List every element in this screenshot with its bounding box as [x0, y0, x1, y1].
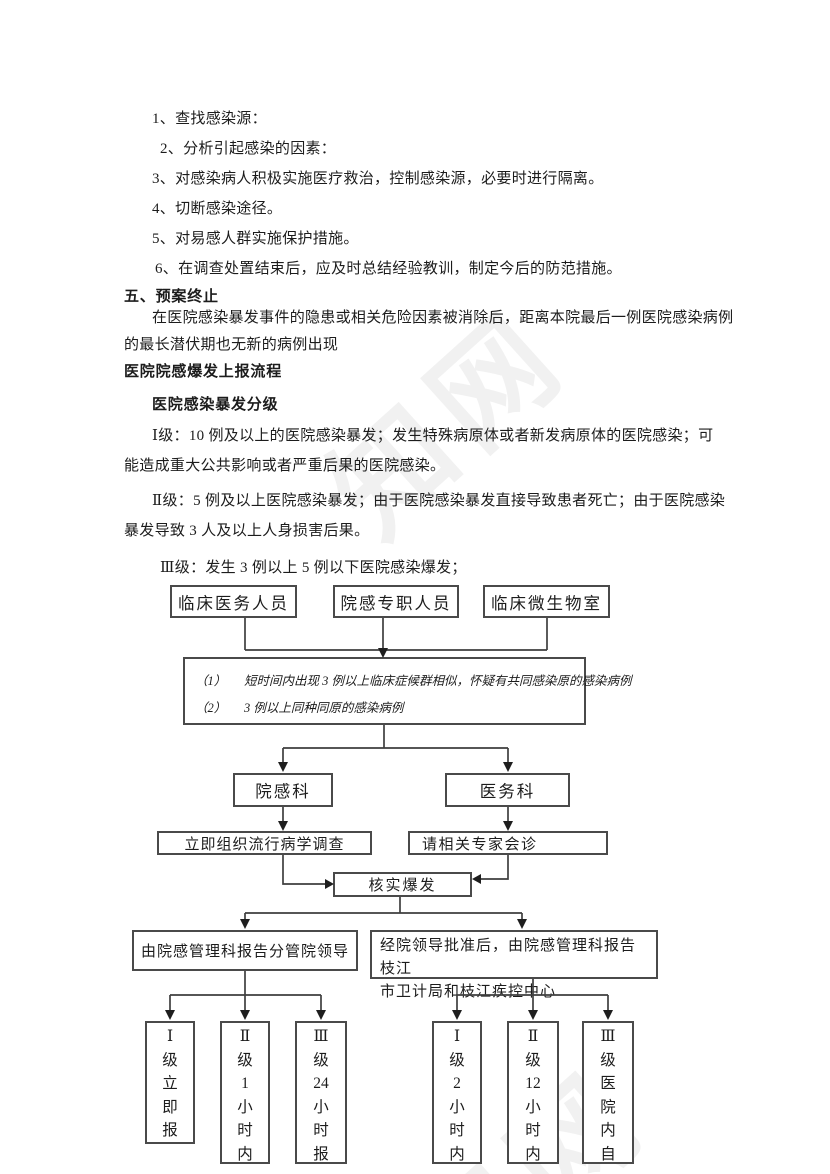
flow-dept-infection: 院感科: [233, 773, 333, 807]
paragraph-line: 在医院感染暴发事件的隐患或相关危险因素被消除后，距离本院最后一例医院感染病例: [152, 310, 734, 326]
criteria-row: （1） 短时间内出现 3 例以上临床症候群相似，怀疑有共同感染原的感染病例: [195, 668, 632, 695]
criteria-text: 3 例以上同种同原的感染病例: [244, 701, 404, 715]
flow-report-external-text: 经院领导批准后，由院感管理科报告枝江 市卫计局和枝江疾控中心: [380, 938, 637, 1000]
deadline-level2-1hour: Ⅱ 级 1 小 时 内: [220, 1021, 270, 1164]
grade2-line1: Ⅱ级：5 例及以上医院感染暴发；由于医院感染暴发直接导致患者死亡；由于医院感染: [152, 493, 726, 509]
flow-criteria-box: （1） 短时间内出现 3 例以上临床症候群相似，怀疑有共同感染原的感染病例 （2）…: [183, 657, 632, 725]
grade3-line: Ⅲ级：发生 3 例以上 5 例以下医院感染爆发；: [160, 560, 467, 576]
paragraph-line: 的最长潜伏期也无新的病例出现: [124, 337, 339, 353]
numbered-list-item: 1、查找感染源：: [152, 111, 267, 127]
grade1-line2: 能造成重大公共影响或者严重后果的医院感染。: [124, 458, 446, 474]
flow-verify-outbreak: 核实爆发: [333, 872, 472, 897]
flow-title: 医院院感爆发上报流程: [124, 364, 283, 380]
flow-report-internal: 由院感管理科报告分管院领导: [132, 930, 358, 971]
grading-heading: 医院感染暴发分级: [152, 397, 279, 413]
grade1-line1: Ⅰ级：10 例及以上的医院感染暴发；发生特殊病原体或者新发病原体的医院感染；可: [152, 428, 714, 444]
deadline-level1-immediate: Ⅰ 级 立 即 报: [145, 1021, 195, 1144]
deadline-level3-hospital-internal: Ⅲ 级 医 院 内 自: [582, 1021, 634, 1164]
deadline-level2-12hour: Ⅱ 级 12 小 时 内: [507, 1021, 559, 1164]
flow-source-microbiology-lab: 临床微生物室: [483, 585, 610, 618]
flow-source-infection-staff: 院感专职人员: [333, 585, 459, 618]
criteria-number: （2）: [195, 701, 227, 715]
criteria-row: （2） 3 例以上同种同原的感染病例: [195, 695, 576, 722]
flow-action-epidemiological-investigation: 立即组织流行病学调查: [157, 831, 372, 855]
flow-source-clinical-staff: 临床医务人员: [170, 585, 297, 618]
section-heading: 五、预案终止: [124, 289, 219, 305]
deadline-level3-24hour: Ⅲ 级 24 小 时 报: [295, 1021, 347, 1164]
flow-report-external: 经院领导批准后，由院感管理科报告枝江 市卫计局和枝江疾控中心: [370, 930, 658, 1000]
numbered-list-item: 5、对易感人群实施保护措施。: [152, 231, 359, 247]
numbered-list-item: 4、切断感染途径。: [152, 201, 283, 217]
flow-dept-medical-affairs: 医务科: [445, 773, 570, 807]
criteria-number: （1）: [195, 674, 227, 688]
numbered-list-item: 2、分析引起感染的因素：: [160, 141, 337, 157]
criteria-text: 短时间内出现 3 例以上临床症候群相似，怀疑有共同感染原的感染病例: [244, 674, 632, 688]
flow-action-expert-consultation: 请相关专家会诊: [408, 831, 608, 855]
numbered-list-item: 3、对感染病人积极实施医疗救治，控制感染源，必要时进行隔离。: [152, 171, 604, 187]
deadline-level1-2hour: Ⅰ 级 2 小 时 内: [432, 1021, 482, 1164]
numbered-list-item: 6、在调查处置结束后，应及时总结经验教训，制定今后的防范措施。: [155, 261, 622, 277]
grade2-line2: 暴发导致 3 人及以上人身损害后果。: [124, 523, 370, 539]
